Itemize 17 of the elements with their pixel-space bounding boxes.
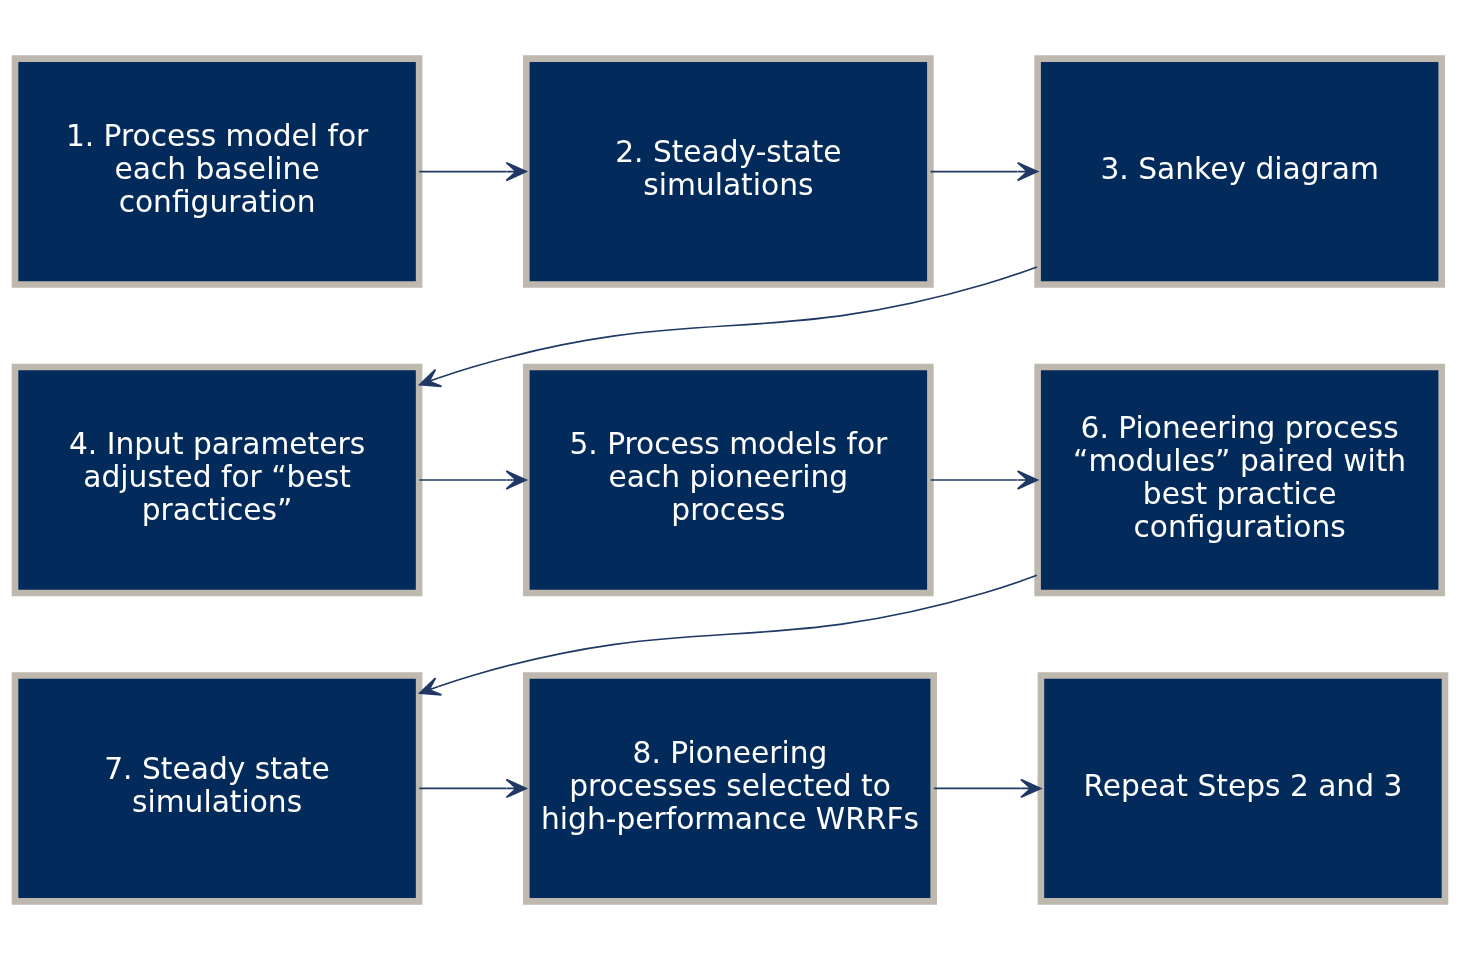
- node-box: 2. Steady-state simulations: [523, 55, 934, 288]
- node-box: 6. Pioneering process “modules” paired with best practice configurations: [1034, 363, 1445, 597]
- arrow: [929, 161, 1039, 182]
- node-box: Repeat Steps 2 and 3: [1037, 672, 1449, 905]
- node-box: 3. Sankey diagram: [1034, 55, 1445, 288]
- node-box: 5. Process models for each pioneering process: [523, 363, 934, 597]
- node-box: 8. Pioneering processes selected to high-performance WRRFs: [523, 672, 937, 905]
- arrow: [929, 470, 1039, 490]
- arrow: [418, 574, 1038, 696]
- arrow: [933, 778, 1042, 799]
- arrow: [418, 161, 527, 182]
- arrow: [418, 470, 527, 490]
- node-box: 1. Process model for each baseline configuration: [11, 55, 423, 288]
- arrow: [418, 266, 1038, 388]
- arrow: [418, 778, 527, 799]
- node-box: 7. Steady state simulations: [11, 672, 423, 905]
- node-box: 4. Input parameters adjusted for “best practices”: [11, 363, 423, 597]
